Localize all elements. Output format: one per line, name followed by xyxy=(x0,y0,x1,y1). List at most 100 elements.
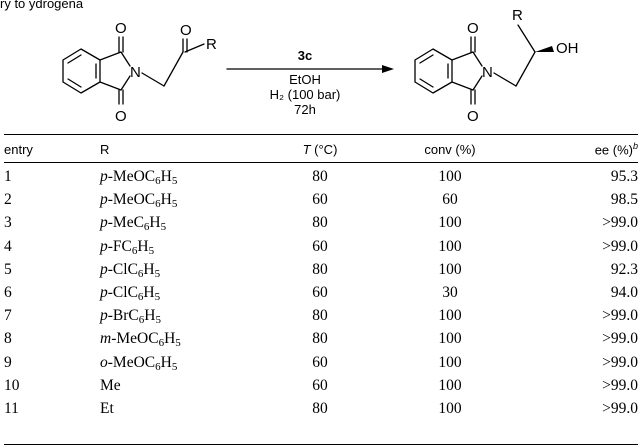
cell-conversion: 100 xyxy=(438,353,462,371)
r-prefix: p- xyxy=(100,284,113,302)
r-formula-sub2: 5 xyxy=(154,291,161,304)
cell-r: p-ClC6H5 xyxy=(100,258,260,281)
r-formula-a: ClC xyxy=(112,284,138,302)
r-formula-a: Me xyxy=(100,376,121,394)
cell-ee: >99.0 xyxy=(602,237,638,255)
sm-carbonyl-o-top: O xyxy=(115,20,127,37)
r-formula-a: MeOC xyxy=(112,353,156,371)
cell-r: p-ClC6H5 xyxy=(100,281,260,304)
cell-temperature: 80 xyxy=(312,168,328,185)
table-header: entry R T (°C) conv (%) ee (%)b xyxy=(4,138,638,160)
cell-r: Et xyxy=(100,397,260,420)
r-prefix: p- xyxy=(100,191,113,209)
cell-r: p-MeOC6H5 xyxy=(100,188,260,211)
catalyst-label: 3c xyxy=(298,48,312,63)
r-formula-sub2: 5 xyxy=(175,337,181,350)
prod-nitrogen: N xyxy=(482,64,493,81)
table-bottom-rule xyxy=(4,444,638,446)
cell-r: Me xyxy=(100,374,260,397)
cell-conversion: 100 xyxy=(438,260,462,278)
prod-r-group: R xyxy=(512,7,523,24)
sm-carbonyl-o-bottom: O xyxy=(115,108,127,125)
cell-entry: 3 xyxy=(4,214,12,232)
r-formula-b: H xyxy=(149,214,161,232)
r-formula-sub1: 6 xyxy=(137,267,144,280)
sm-nitrogen: N xyxy=(130,64,141,81)
cell-temperature: 80 xyxy=(312,260,328,278)
r-formula-sub2: 5 xyxy=(154,267,161,280)
table-row: 2 p-MeOC6H5 60 60 98.5 xyxy=(4,188,638,211)
r-formula-a: BrC xyxy=(112,307,139,325)
cell-ee: 92.3 xyxy=(610,260,638,278)
cell-entry: 2 xyxy=(4,191,12,209)
cell-ee: >99.0 xyxy=(602,376,638,394)
r-formula-sub1: 6 xyxy=(158,337,165,350)
cell-entry: 4 xyxy=(4,237,12,255)
prod-carbonyl-o-bottom: O xyxy=(467,108,479,125)
r-formula-b: H xyxy=(160,168,172,185)
cell-entry: 10 xyxy=(4,376,20,394)
cell-temperature: 80 xyxy=(312,214,328,232)
r-prefix: p- xyxy=(100,260,113,278)
r-formula-b: H xyxy=(160,353,172,371)
cell-entry: 11 xyxy=(4,400,19,418)
r-formula-b: H xyxy=(144,307,156,325)
cell-conversion: 30 xyxy=(442,284,458,302)
cell-ee: >99.0 xyxy=(602,214,638,232)
cell-entry: 7 xyxy=(4,307,12,325)
r-prefix: o- xyxy=(100,353,113,371)
r-formula-b: H xyxy=(160,191,172,209)
r-formula-sub2: 5 xyxy=(148,244,155,257)
r-prefix: p- xyxy=(100,307,113,325)
cell-entry: 1 xyxy=(4,168,12,185)
cell-ee: 95.3 xyxy=(610,168,638,185)
r-formula-sub1: 6 xyxy=(131,244,138,257)
cell-ee: >99.0 xyxy=(602,330,638,348)
cell-conversion: 100 xyxy=(438,168,462,185)
cell-entry: 9 xyxy=(4,353,12,371)
r-formula-sub1: 6 xyxy=(143,221,150,234)
table-row: 1 p-MeOC6H5 80 100 95.3 xyxy=(4,165,638,188)
reaction-scheme: O O N O R O O N R OH 3c EtOH H₂ (100 bar… xyxy=(62,7,579,125)
r-formula-a: MeOC xyxy=(112,168,156,185)
prod-carbonyl-o-top: O xyxy=(467,20,479,37)
cell-conversion: 100 xyxy=(438,237,462,255)
cell-r: m-MeOC6H5 xyxy=(100,327,260,350)
cell-temperature: 60 xyxy=(312,191,328,209)
header-conversion: conv (%) xyxy=(424,141,476,157)
sm-r-group: R xyxy=(206,36,217,53)
r-formula-b: H xyxy=(164,330,176,348)
r-formula-sub1: 6 xyxy=(137,291,144,304)
cell-r: p-MeOC6H5 xyxy=(100,165,260,188)
pressure-label: H₂ (100 bar) xyxy=(270,87,341,102)
header-ee: ee (%)b xyxy=(520,138,638,160)
cell-conversion: 100 xyxy=(438,214,462,232)
cell-ee: >99.0 xyxy=(602,353,638,371)
r-prefix: p- xyxy=(100,168,113,185)
cell-r: o-MeOC6H5 xyxy=(100,351,260,374)
header-ee-footnote: b xyxy=(632,140,638,151)
r-formula-a: ClC xyxy=(112,260,138,278)
cell-ee: >99.0 xyxy=(602,307,638,325)
r-formula-sub1: 6 xyxy=(155,198,161,211)
header-temperature: T (°C) xyxy=(260,138,380,160)
cell-temperature: 60 xyxy=(312,237,328,255)
r-formula-sub2: 5 xyxy=(155,314,161,327)
cell-temperature: 60 xyxy=(312,376,328,394)
cell-conversion: 60 xyxy=(442,191,458,209)
r-formula-a: FC xyxy=(112,237,132,255)
r-formula-sub2: 5 xyxy=(171,360,178,373)
cell-temperature: 80 xyxy=(312,400,328,418)
r-formula-sub1: 6 xyxy=(155,175,161,187)
cell-entry: 8 xyxy=(4,330,12,348)
cell-entry: 6 xyxy=(4,284,12,302)
r-formula-b: H xyxy=(143,284,155,302)
r-prefix: m- xyxy=(100,330,117,348)
cell-ee: 98.5 xyxy=(610,191,638,209)
